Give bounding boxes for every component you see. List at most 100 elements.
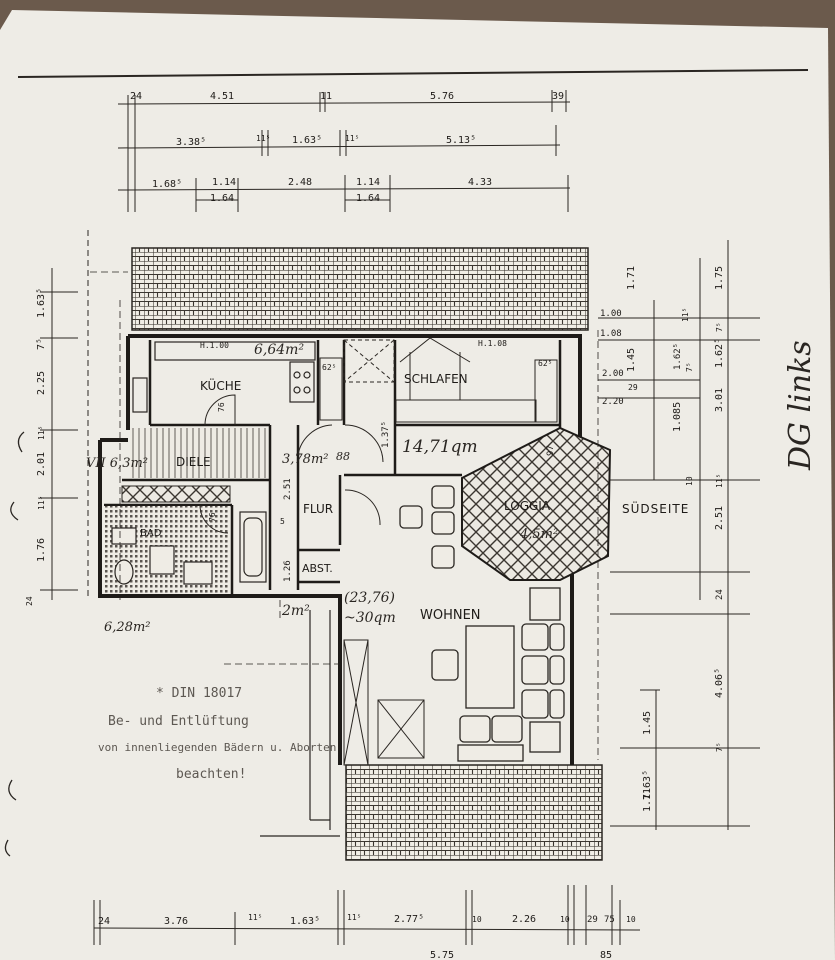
left-dimension-labels: 1.63⁵ 7⁵ 2.25 11⁵ 2.01 11⁵ 1.76 24 [25,288,47,606]
svg-text:97: 97 [546,445,556,456]
svg-text:1.08: 1.08 [600,329,622,339]
living-skylight [343,639,425,766]
hw-wohnen-area1: (23,76) [344,590,395,606]
hw-side-note: DG links [783,340,818,471]
svg-text:76: 76 [217,402,226,412]
north-roof [131,247,589,331]
svg-text:24: 24 [98,916,110,927]
svg-text:1.45: 1.45 [626,348,637,372]
stamp-line1: Be- und Entlüftung [108,714,249,729]
lower-left-wall-outline [260,610,340,837]
diele-storage [121,485,231,503]
svg-text:29: 29 [628,383,638,392]
label-kueche: KÜCHE [200,377,241,393]
hw-flur-sub: 88 [336,450,350,463]
svg-text:29: 29 [587,915,598,925]
living-door-swing [344,489,381,526]
stamp-line2: von innenliegenden Bädern u. Aborten [98,741,336,754]
kitchen-door-swing [204,394,236,426]
hw-flur-area: 3,78m² [282,452,328,467]
svg-text:11⁵: 11⁵ [248,913,262,922]
svg-text:1.14: 1.14 [212,177,236,188]
svg-text:11⁵: 11⁵ [37,426,46,440]
bedroom-door-swing [344,424,384,463]
svg-text:5.76: 5.76 [430,91,454,102]
svg-text:1.37⁵: 1.37⁵ [381,421,391,448]
svg-text:7⁵: 7⁵ [715,322,724,332]
svg-text:76: 76 [208,512,217,522]
stamp-line3: beachten! [176,767,246,782]
right-dimension-labels: 1.75 7⁵ 1.62⁵ 3.01 11⁵ 2.51 24 4.06⁵ 7⁵ … [600,266,725,812]
svg-text:H.1.08: H.1.08 [478,339,507,348]
hw-diele-area: VII 6,3m² [86,456,148,471]
label-diele: DIELE [176,455,211,469]
hw-loggia-area: 4,5m² [519,527,558,542]
ventilation-stamp: * DIN 18017 Be- und Entlüftung von innen… [98,686,336,782]
kitchen-cabinets [132,341,316,413]
svg-text:H.1.00: H.1.00 [200,341,229,350]
top-dimensions [117,90,571,212]
svg-text:10: 10 [685,476,694,486]
hw-abst-area: 2m² [281,603,310,619]
bottom-dimensions [93,885,641,945]
hw-kueche-area: 6,64m² [254,342,304,358]
inner-dimension-labels: 2.51 1.37⁵ 97 62⁵ 62⁵ 76 76 1.26 5 H.1.0… [200,339,556,582]
svg-text:1.63⁵: 1.63⁵ [290,916,320,927]
svg-text:1.62⁵: 1.62⁵ [673,343,683,370]
stamp-star-ref: * DIN 18017 [156,686,242,701]
svg-text:1.76: 1.76 [36,538,47,562]
svg-text:2.25: 2.25 [36,371,47,395]
svg-text:1.26: 1.26 [283,560,293,582]
svg-text:11⁵: 11⁵ [345,134,359,143]
hw-wohnen-area2: ~30qm [344,610,396,626]
svg-text:11: 11 [320,91,332,102]
svg-text:4.06⁵: 4.06⁵ [714,668,725,698]
top-dimension-labels: 24 4.51 11 5.76 39 3.38⁵ 11⁵ 1.63⁵ 11⁵ 5… [130,91,564,204]
south-roof [345,764,603,861]
svg-text:62⁵: 62⁵ [322,363,336,372]
svg-text:85: 85 [600,950,612,960]
svg-text:5.13⁵: 5.13⁵ [446,135,476,146]
handwritten-notes: 6,64m² 14,71qm 3,78m² 88 VII 6,3m² 6,28m… [86,340,818,635]
svg-text:10: 10 [560,915,570,924]
svg-text:11⁵: 11⁵ [256,134,270,143]
bathroom-door-swing [199,504,229,534]
svg-text:62⁵: 62⁵ [538,359,552,368]
label-loggia: LOGGIA [504,499,551,513]
svg-text:1.64: 1.64 [210,193,234,204]
svg-text:11⁵: 11⁵ [37,496,46,510]
living-furniture [399,485,565,762]
svg-text:24: 24 [715,589,725,600]
svg-text:3.01: 3.01 [714,388,725,412]
svg-text:1.75: 1.75 [714,266,725,290]
svg-text:1.62⁵: 1.62⁵ [714,338,725,368]
svg-text:75: 75 [604,915,615,925]
label-flur: FLUR [303,502,333,516]
svg-text:2.51: 2.51 [283,478,293,500]
shaft-boxes [319,339,558,423]
right-dimensions [598,240,760,830]
left-dimensions [40,230,89,600]
svg-text:1.14: 1.14 [356,177,380,188]
svg-text:3.76: 3.76 [164,916,188,927]
svg-text:7⁵: 7⁵ [36,338,47,350]
hw-bad-area: 6,28m² [104,620,150,635]
svg-text:7⁵: 7⁵ [715,742,724,752]
room-labels: KÜCHE SCHLAFEN DIELE FLUR BAD ABST. LOGG… [140,372,689,623]
svg-text:1.45: 1.45 [642,711,653,735]
svg-text:4.51: 4.51 [210,91,234,102]
svg-text:1.00: 1.00 [600,309,622,319]
svg-text:5.75: 5.75 [430,950,454,960]
svg-text:1.68⁵: 1.68⁵ [152,179,182,190]
dashed-guides [90,271,599,760]
svg-text:11⁵: 11⁵ [715,474,724,488]
svg-text:3.38⁵: 3.38⁵ [176,137,206,148]
bottom-dimension-labels: 24 3.76 11⁵ 1.63⁵ 11⁵ 2.77⁵ 10 2.26 10 2… [98,913,636,960]
svg-text:11⁵: 11⁵ [347,913,361,922]
label-suedseite: SÜDSEITE [622,500,689,516]
label-bad: BAD [140,528,162,539]
hw-schlafen-area: 14,71qm [402,437,478,457]
diele-floor [130,428,268,478]
svg-text:1.63⁵: 1.63⁵ [642,770,653,800]
